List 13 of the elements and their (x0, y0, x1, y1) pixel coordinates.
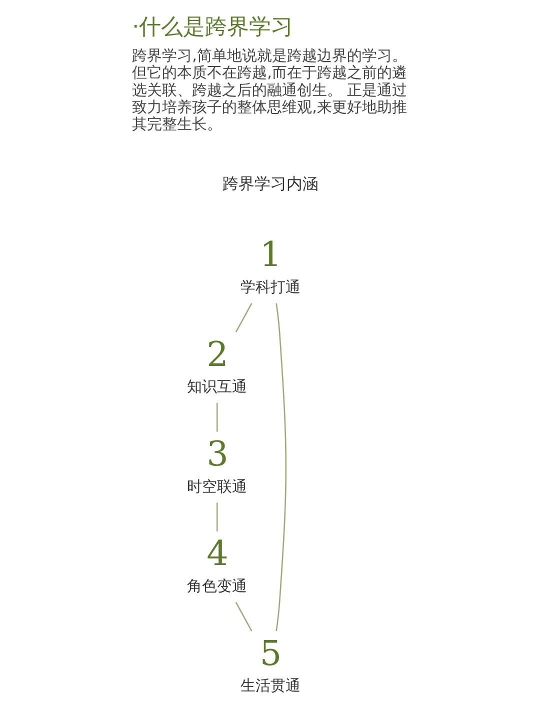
label: 跨界学习内涵 (222, 174, 318, 194)
node-text: 3 时空联通 (186, 434, 246, 496)
label: 跨界学习,简单地说就是跨越边界的学习。但它的本质不在跨越,而在于跨越之前的遴选关联、跨越之后的融通创生。 正是通过致力培养孩子的整体思维观,来更好地助推其完整生长。 (132, 46, 406, 133)
connector (216, 403, 218, 432)
connector (275, 303, 286, 632)
node-text: 2 知识互通 (186, 334, 246, 396)
connector (234, 303, 252, 332)
node-text: 5 生活贯通 (240, 634, 300, 695)
node-text: 1 学科打通 (240, 235, 300, 296)
connector (234, 602, 252, 632)
node-text: 4 角色变通 (186, 534, 246, 596)
connector (216, 502, 218, 532)
diagram-title: ·什么是跨界学习 (132, 14, 293, 40)
